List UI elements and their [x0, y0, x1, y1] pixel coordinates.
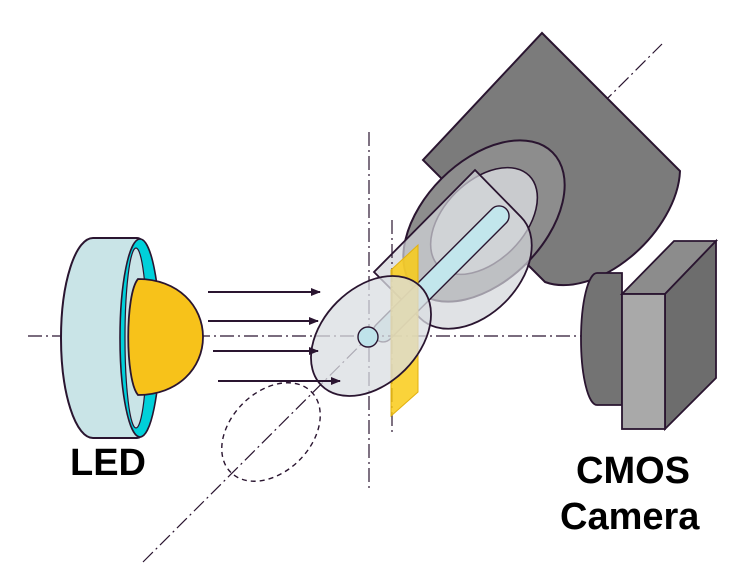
led-dome: [127, 278, 204, 396]
led-source: [60, 237, 204, 439]
tube-center-opening: [357, 326, 379, 348]
light-rays: [208, 288, 341, 385]
dashed-reference-circle: [221, 382, 321, 482]
camera-lens-mount: [580, 272, 623, 406]
tube-front: [310, 275, 432, 397]
cmos-camera: [580, 238, 719, 432]
camera-label-line1: CMOS: [576, 450, 690, 492]
camera-front-face: [621, 293, 666, 430]
led-label: LED: [70, 442, 146, 484]
camera-label-line2: Camera: [560, 496, 700, 538]
